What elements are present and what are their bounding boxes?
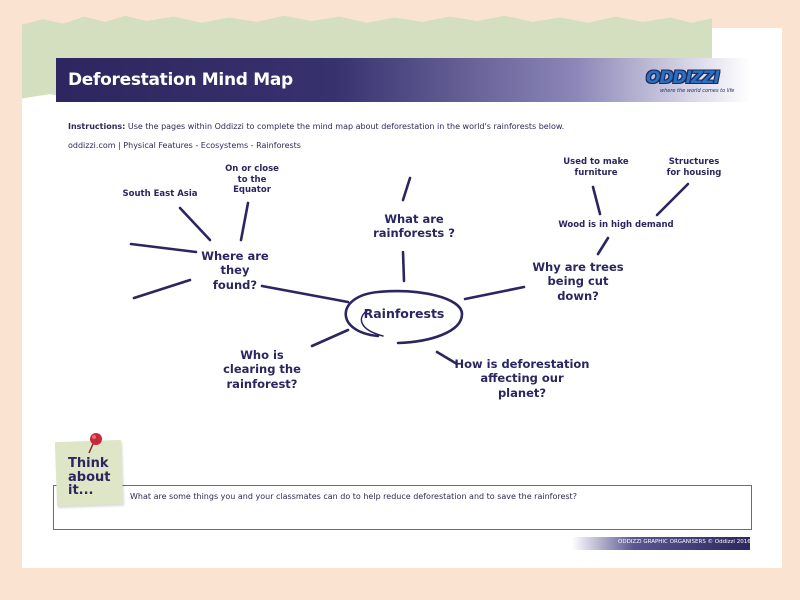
answer-equator: On or close to the Equator [214,164,290,196]
question-who-line3: rainforest? [226,376,298,391]
line-center-who [310,328,350,348]
think-line1: Think [68,456,109,471]
logo-wordmark: ODDIZZI [646,68,720,88]
answer-wood-demand: Wood is in high demand [558,220,674,230]
page-title: Deforestation Mind Map [68,70,293,90]
line-why-wood [596,236,610,256]
line-where-blank1 [129,242,198,254]
line-center-where [260,284,350,304]
answer-equator-line1: On or close [225,164,279,174]
worksheet-page [22,28,782,568]
line-center-what [401,250,406,283]
question-how: How is deforestation affecting our plane… [446,357,598,400]
line-where-sea [178,206,212,242]
question-why-line1: Why are trees [532,260,624,274]
think-line3: it... [68,483,94,499]
question-what-line2: rainforests ? [373,226,455,241]
question-why-line2: being cut [547,274,609,289]
think-answer-box[interactable] [53,485,752,530]
answer-furniture: Used to make furniture [554,157,638,178]
think-line2: about [68,469,111,485]
question-where-line3: found? [212,277,258,292]
answer-housing-line1: Structures [668,157,720,167]
center-node: Rainforests [363,306,445,321]
question-who-line2: clearing the [223,362,301,377]
answer-furniture-line1: Used to make [563,157,629,167]
question-who: Who is clearing the rainforest? [214,348,310,391]
question-where-line2: they [220,263,250,278]
line-center-why [463,285,526,301]
think-question: What are some things you and your classm… [130,492,577,501]
question-how-line1: How is deforestation [454,357,590,371]
answer-equator-line3: Equator [233,185,271,196]
line-where-equator [239,201,250,242]
breadcrumb: oddizzi.com | Physical Features - Ecosys… [68,141,301,150]
question-how-line3: planet? [497,385,547,400]
footer-banner [572,537,750,550]
answer-housing: Structures for housing [656,157,732,178]
pushpin-icon [88,433,102,454]
question-what-line1: What are [384,212,444,226]
answer-furniture-line2: furniture [574,167,618,178]
logo-tagline: where the world comes to life [660,88,735,94]
footer-copyright: ODDIZZI GRAPHIC ORGANISERS © Oddizzi 201… [618,539,751,545]
line-center-how [435,350,459,366]
question-how-line2: affecting our [480,371,564,386]
question-where: Where are they found? [190,249,280,292]
answer-equator-line2: to the [237,174,267,185]
line-wood-furniture [591,185,602,216]
instructions-label: Instructions: [68,122,126,131]
line-wood-housing [655,182,690,217]
oddizzi-logo[interactable]: ODDIZZI where the world comes to life [646,68,738,98]
answer-south-east-asia: South East Asia [122,189,198,199]
question-why-line3: down? [557,288,599,303]
center-oval [344,289,464,345]
instructions: Instructions: Use the pages within Oddiz… [68,122,564,131]
question-why: Why are trees being cut down? [520,260,636,303]
instructions-text: Use the pages within Oddizzi to complete… [127,122,565,131]
title-banner [56,58,750,102]
line-where-blank2 [132,278,192,300]
think-about-it-label: Think about it... [68,457,110,498]
line-what-blank [401,176,412,202]
answer-housing-line2: for housing [666,167,722,178]
question-what: What are rainforests ? [362,212,466,241]
question-who-line1: Who is [240,348,284,362]
question-where-line1: Where are [201,249,269,263]
